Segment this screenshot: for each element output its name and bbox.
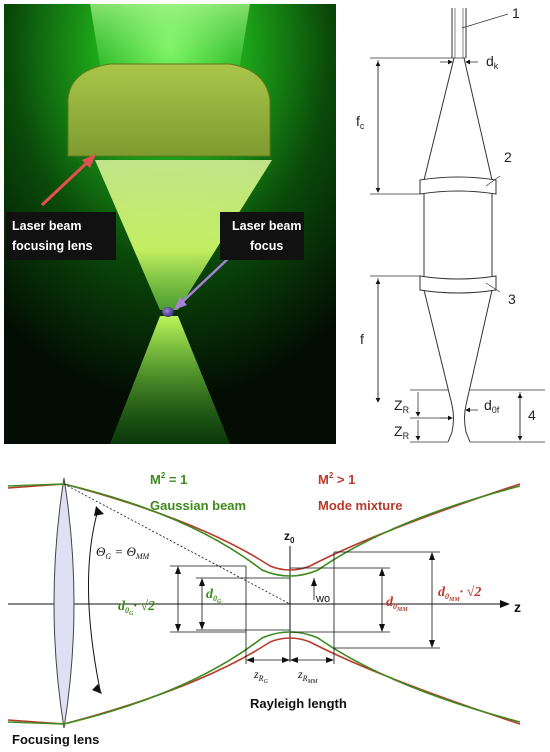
label-1: 1 xyxy=(512,5,520,21)
beam-caustic: z z0 xyxy=(7,471,521,747)
z-axis-label: z xyxy=(514,599,521,615)
optical-schematic xyxy=(370,8,545,443)
gaussian-bottom xyxy=(7,631,521,725)
d0g-label: d0G xyxy=(206,587,222,605)
ah-r1-top xyxy=(379,568,385,576)
label-d0f: d0f xyxy=(484,397,500,415)
label-4: 4 xyxy=(528,407,536,423)
focus-pointer-arrow xyxy=(177,254,233,307)
diverging-cone xyxy=(110,316,230,444)
ah-w0 xyxy=(311,578,317,586)
leader-2 xyxy=(485,175,501,187)
ah-r2-top xyxy=(429,552,435,560)
rayleigh-length-label: Rayleigh length xyxy=(250,696,347,711)
zrmm-label: zRMM xyxy=(297,667,319,685)
label-zr1: ZR xyxy=(394,397,410,415)
laser-photo: Laser beam focusing lens Laser beam focu… xyxy=(4,4,336,444)
focusing-lens-schematic xyxy=(419,275,497,294)
focusing-lens-label: Focusing lens xyxy=(12,732,99,747)
converging-left xyxy=(423,289,453,406)
ah-zrg-right xyxy=(282,657,290,663)
gaussian-label: Gaussian beam xyxy=(150,498,246,513)
label-zr2: ZR xyxy=(394,423,410,441)
w0-label: wo xyxy=(315,593,330,605)
lens-pointer-arrowhead xyxy=(82,154,96,168)
mode-mixture-label: Mode mixture xyxy=(318,498,403,513)
divergence-arc-head-bottom xyxy=(92,684,102,694)
collimator-lens xyxy=(419,176,497,195)
lens-pointer-arrow xyxy=(40,156,94,207)
label-2: 2 xyxy=(504,149,512,165)
ah-g1-top xyxy=(175,566,181,574)
ah-zrg-left xyxy=(246,657,254,663)
ah-g2-top xyxy=(199,578,205,586)
d0g-sqrt-label: d0G· √2 xyxy=(118,599,155,617)
label-dk: dk xyxy=(486,53,499,71)
diverging-right xyxy=(463,57,493,181)
waist-left xyxy=(447,404,454,443)
ah-r2-bot xyxy=(429,640,435,648)
axis-arrowhead xyxy=(500,600,510,608)
diverging-left xyxy=(423,57,455,181)
label-fc: fc xyxy=(356,113,365,131)
divergence-arc-head-top xyxy=(94,506,104,516)
dimension-arrowheads xyxy=(175,552,435,663)
label-3: 3 xyxy=(508,291,516,307)
leader-1 xyxy=(461,13,509,29)
divergence-arc xyxy=(88,509,101,691)
leader-3 xyxy=(485,282,501,293)
zrg-label: zRG xyxy=(253,667,269,685)
focus-label-line2: focus xyxy=(250,239,283,253)
ah-g1-bot xyxy=(175,624,181,632)
converging-cone xyxy=(95,160,272,310)
d0mm-sqrt-label: d0MM· √2 xyxy=(438,585,481,603)
divergence-asymptote xyxy=(63,483,291,605)
dimension-lines xyxy=(170,551,440,664)
schematic-labels: 1 2 3 4 dk fc f ZR ZR d0f xyxy=(356,5,536,441)
waist-right xyxy=(464,404,471,443)
gaussian-top xyxy=(7,483,521,577)
lens-label-line2: focusing lens xyxy=(12,239,93,253)
m2-greater-label: M2 > 1 xyxy=(318,471,355,487)
m2-equal-label: M2 = 1 xyxy=(150,471,187,487)
focus-label-box xyxy=(220,212,304,260)
focusing-lens-shape xyxy=(67,63,271,157)
mode-mixture-top xyxy=(7,483,521,571)
focusing-lens-diagram xyxy=(53,477,75,729)
lens-label-box xyxy=(6,212,116,260)
focus-pointer-arrowhead xyxy=(174,297,187,310)
focus-dot xyxy=(162,307,174,317)
z0-label: z0 xyxy=(284,529,295,545)
converging-right xyxy=(465,289,493,406)
lens-label-line1: Laser beam xyxy=(12,219,81,233)
focus-label-line1: Laser beam xyxy=(232,219,301,233)
d0mm-label: d0MM xyxy=(386,595,408,613)
ah-zrmm-right xyxy=(326,657,334,663)
ah-r1-bot xyxy=(379,624,385,632)
ah-g2-bot xyxy=(199,622,205,630)
ah-zrmm-left xyxy=(290,657,298,663)
theta-label: ΘG = ΘMM xyxy=(96,544,151,561)
label-f: f xyxy=(360,331,364,347)
